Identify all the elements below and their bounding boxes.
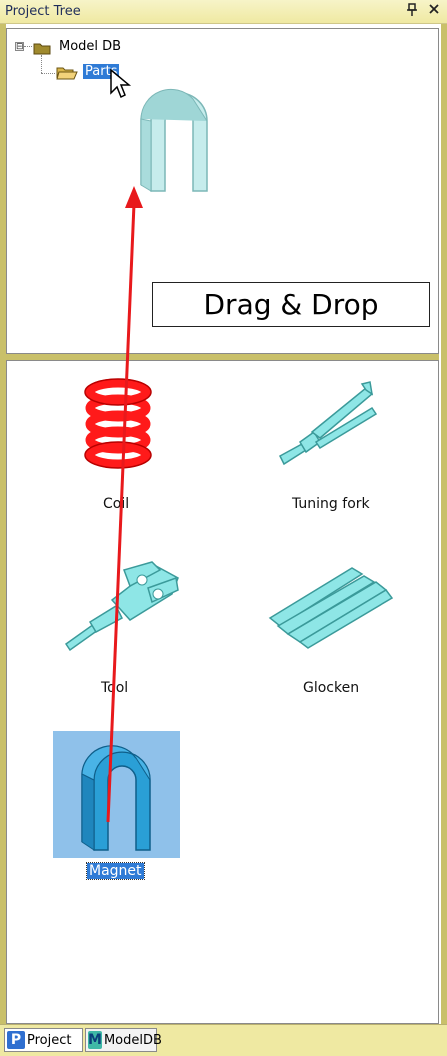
tree-connector xyxy=(41,55,42,73)
tab-project[interactable]: P Project xyxy=(4,1028,83,1052)
close-icon[interactable] xyxy=(426,3,442,19)
coil-thumbnail[interactable] xyxy=(80,378,156,474)
gallery-item-label[interactable]: Tuning fork xyxy=(292,496,370,512)
folder-open-icon xyxy=(56,65,78,84)
panel-frame xyxy=(0,24,447,1024)
tab-label: Project xyxy=(27,1032,72,1048)
project-icon: P xyxy=(7,1031,25,1049)
collapse-toggle[interactable]: ⊟ xyxy=(15,42,24,52)
pin-icon[interactable] xyxy=(404,3,420,19)
title-bar: Project Tree xyxy=(0,0,447,24)
tree-node-parts[interactable]: Parts xyxy=(81,63,121,80)
glocken-thumbnail[interactable] xyxy=(268,564,396,654)
drag-preview-magnet xyxy=(133,81,213,205)
magnet-thumbnail[interactable] xyxy=(74,738,160,860)
gallery-item-label[interactable]: Coil xyxy=(103,496,130,512)
gallery-item-label[interactable]: Glocken xyxy=(303,680,360,696)
gallery-item-label[interactable]: Tool xyxy=(101,680,129,696)
gallery-item-label-selected[interactable]: Magnet xyxy=(86,862,145,880)
panel-title: Project Tree xyxy=(5,4,81,19)
tuning-fork-thumbnail[interactable] xyxy=(276,378,378,476)
splitter[interactable] xyxy=(6,354,439,360)
folder-closed-icon xyxy=(33,40,51,59)
tool-thumbnail[interactable] xyxy=(60,560,184,658)
bottom-tab-bar: P Project M ModelDB xyxy=(0,1024,447,1056)
drag-drop-annotation: Drag & Drop xyxy=(152,282,430,327)
tree-connector xyxy=(41,73,55,74)
parts-gallery[interactable] xyxy=(6,360,439,1024)
tab-label: ModelDB xyxy=(103,1032,162,1048)
cursor-icon xyxy=(109,68,133,105)
tab-modeldb[interactable]: M ModelDB xyxy=(85,1028,162,1052)
modeldb-icon: M xyxy=(88,1031,102,1049)
tree-node-model-db[interactable]: Model DB xyxy=(59,39,122,54)
tree-connector xyxy=(24,46,32,47)
